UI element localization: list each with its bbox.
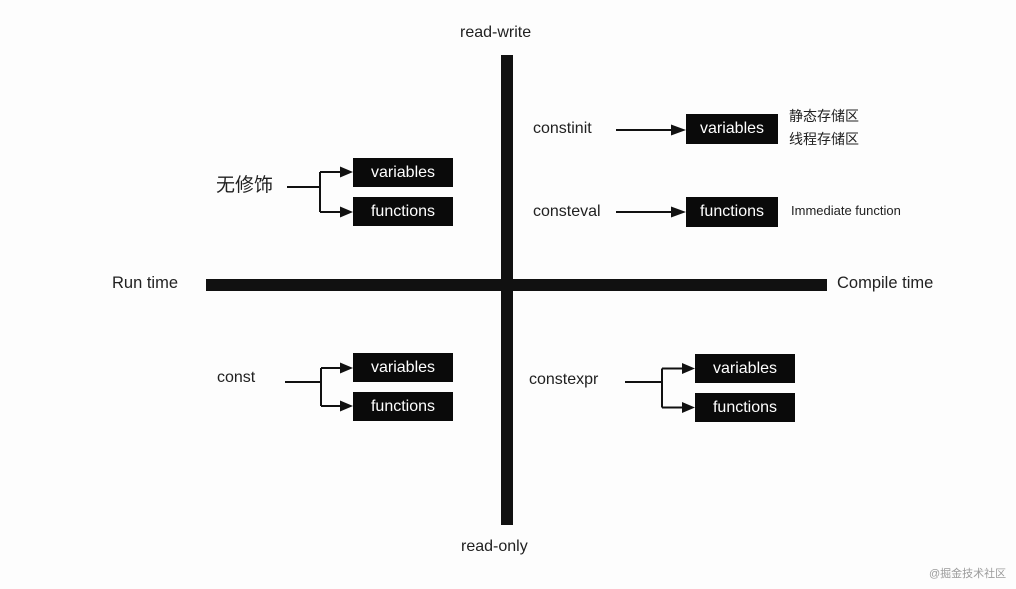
arrowhead-icon	[340, 362, 353, 374]
arrowhead-icon	[340, 166, 353, 178]
axis-label-read-write: read-write	[460, 24, 532, 41]
axis-label-compile-time: Compile time	[837, 274, 934, 292]
annotation-thread-storage: 线程存储区	[789, 131, 859, 147]
arrow-connector-constinit	[616, 124, 686, 136]
branch-connector-no-modifier	[287, 166, 353, 218]
tr-functions-box: functions	[686, 197, 778, 227]
tl-variables-box: variables	[353, 158, 453, 187]
arrowhead-icon	[340, 206, 353, 218]
horizontal-axis-line	[206, 279, 827, 291]
keyword-label-constexpr: constexpr	[529, 371, 599, 388]
br-variables-box: variables	[695, 354, 795, 383]
arrowhead-icon	[682, 363, 695, 374]
arrowhead-icon	[340, 400, 353, 412]
branch-connector-constexpr	[625, 363, 695, 413]
arrowhead-icon	[671, 206, 686, 218]
keyword-label-constinit: constinit	[533, 120, 592, 137]
br-functions-box: functions	[695, 393, 795, 422]
bl-functions-box: functions	[353, 392, 453, 421]
tr-variables-box: variables	[686, 114, 778, 144]
axis-label-read-only: read-only	[461, 538, 528, 555]
annotation-immediate-function: Immediate function	[791, 203, 901, 218]
bl-variables-box: variables	[353, 353, 453, 382]
annotation-static-storage: 静态存储区	[789, 108, 859, 124]
tl-functions-box: functions	[353, 197, 453, 226]
arrowhead-icon	[682, 402, 695, 413]
axis-label-run-time: Run time	[112, 274, 179, 292]
branch-connector-const	[285, 362, 353, 412]
watermark: @掘金技术社区	[929, 568, 1007, 580]
keyword-label-consteval: consteval	[533, 203, 601, 220]
keyword-label-const: const	[217, 369, 256, 386]
arrowhead-icon	[671, 124, 686, 136]
keyword-label-no-modifier: 无修饰	[216, 175, 274, 196]
arrow-connector-consteval	[616, 206, 686, 218]
